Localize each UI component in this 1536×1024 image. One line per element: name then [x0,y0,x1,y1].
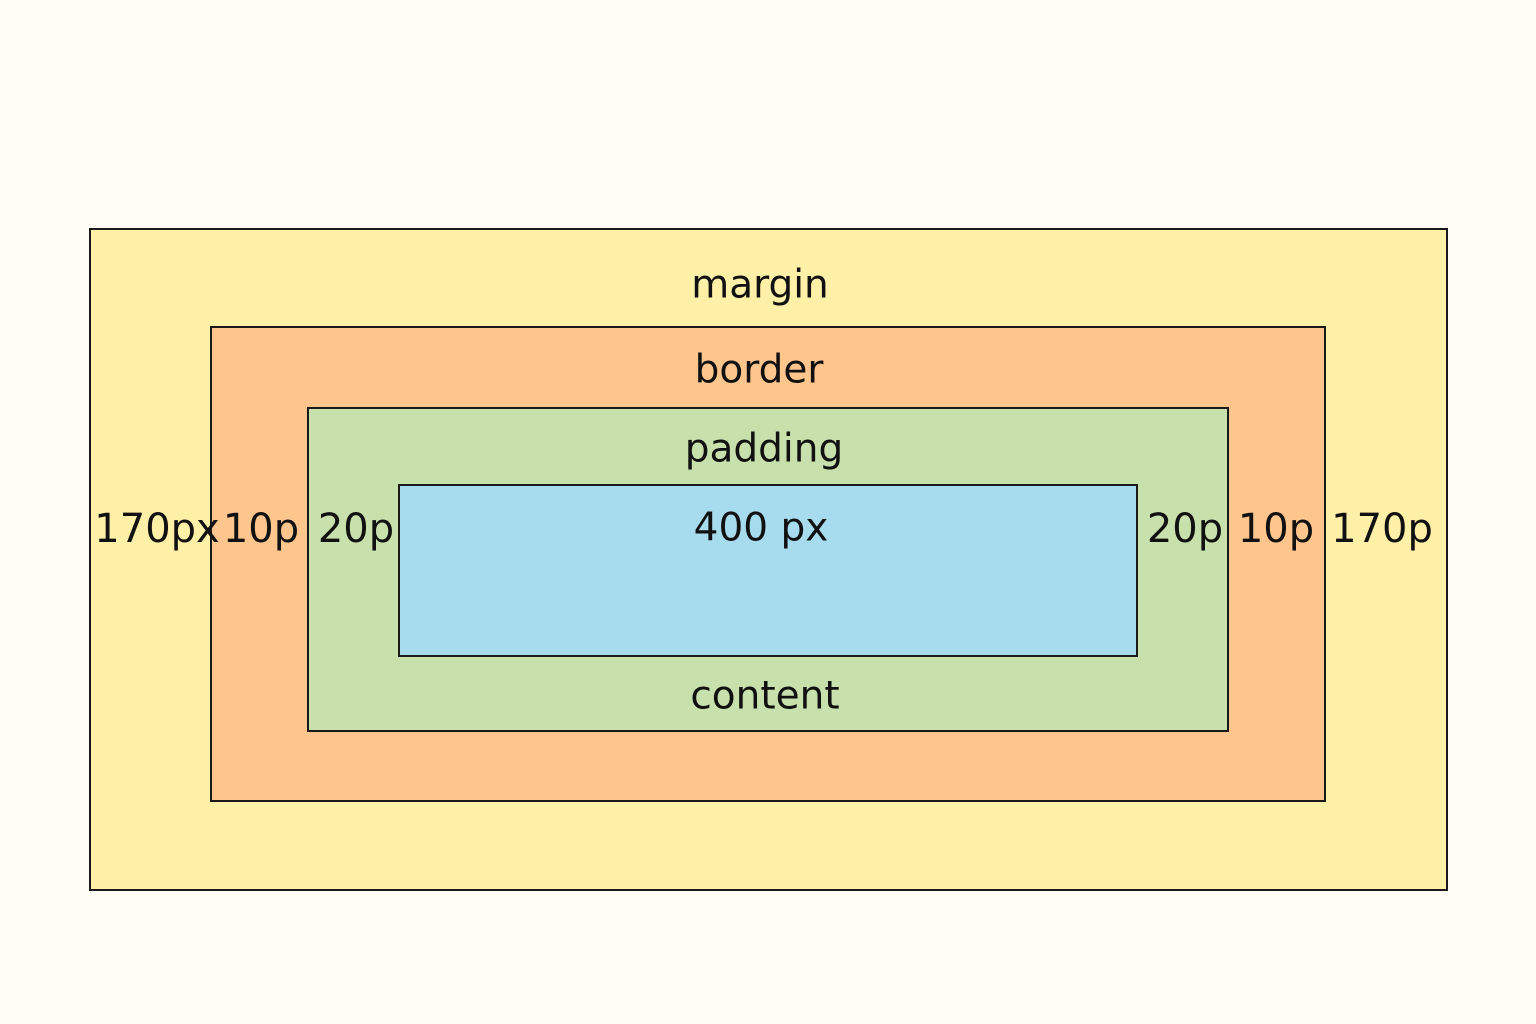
padding-label: padding [684,426,844,472]
right-margin-size: 170p [1331,506,1433,552]
left-margin-size: 170px [94,506,220,552]
margin-label: margin [691,262,829,308]
border-label: border [694,347,824,393]
right-border-size: 10p [1237,506,1315,552]
right-padding-size: 20p [1146,506,1224,552]
content-box [398,484,1138,657]
left-padding-size: 20p [317,506,395,552]
content-width-label: 400 px [693,505,829,551]
content-label: content [690,673,840,719]
left-border-size: 10p [222,506,300,552]
